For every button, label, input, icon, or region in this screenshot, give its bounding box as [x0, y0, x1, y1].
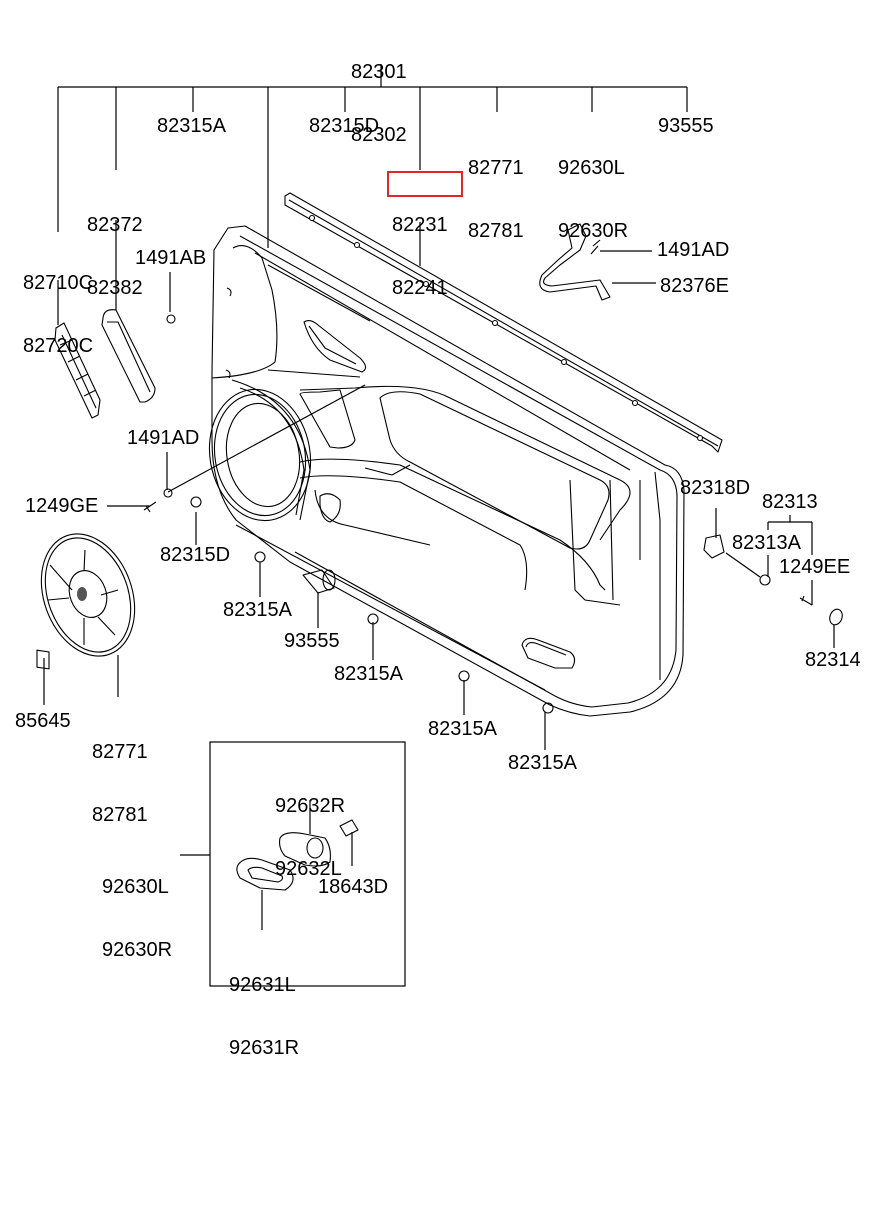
part-number: 92631L: [229, 974, 296, 996]
callout-1491AB[interactable]: 1491AB: [135, 248, 206, 269]
part-number-highlighted: 82231: [392, 214, 448, 236]
part-number: 82771: [468, 157, 524, 179]
part-number: 18643D: [318, 876, 389, 898]
part-number: 92630L: [102, 876, 169, 898]
lamp-drawing: [236, 800, 359, 930]
part-number: 82302: [351, 124, 407, 146]
callout-82315D-top[interactable]: 82315D: [309, 116, 379, 137]
part-number: 1491AD: [127, 427, 200, 449]
part-number: 82318D: [680, 477, 751, 499]
callout-92630-top[interactable]: 92630L 92630R: [558, 116, 628, 263]
callout-lamp-housing[interactable]: 92632R 92632L: [275, 754, 345, 901]
part-number: 93555: [284, 630, 340, 652]
part-number: 82301: [351, 61, 407, 83]
part-number: 1491AD: [657, 239, 730, 261]
part-number: 82315A: [428, 718, 497, 740]
part-number: 82313A: [732, 532, 801, 554]
part-number: 85645: [15, 710, 71, 732]
callout-grille[interactable]: 82710C 82720C: [23, 231, 93, 378]
callout-lamp-assembly[interactable]: 92630L 92630R: [102, 835, 172, 982]
leader-lines: [43, 220, 835, 750]
weatherstrip-drawing: [284, 192, 723, 453]
part-number: 92630L: [558, 157, 625, 179]
part-number: 82315D: [309, 115, 380, 137]
part-number: 82315A: [223, 599, 292, 621]
part-number: 82720C: [23, 335, 94, 357]
callout-82315A-top[interactable]: 82315A: [157, 116, 226, 137]
part-number: 92631R: [229, 1037, 300, 1059]
callout-1491AD-left[interactable]: 1491AD: [127, 428, 199, 449]
callout-82315A-3[interactable]: 82315A: [428, 719, 497, 740]
switch-93555-drawing: [302, 569, 336, 594]
bracket-82376E-drawing: [539, 223, 611, 301]
callout-82318D[interactable]: 82318D: [680, 478, 750, 499]
part-number: 82781: [468, 220, 524, 242]
highlight-box-82231: [387, 171, 463, 197]
bracket-82318D-drawing: [703, 534, 843, 626]
part-number: 82315A: [508, 752, 577, 774]
callout-82315A-2[interactable]: 82315A: [334, 664, 403, 685]
part-number: 82241: [392, 277, 448, 299]
callout-speaker-grille[interactable]: 82771 82781: [92, 700, 148, 847]
speaker-grille-drawing: [40, 533, 136, 657]
part-number: 1491AB: [135, 247, 207, 269]
callout-lamp-lens[interactable]: 92631L 92631R: [229, 933, 299, 1080]
callout-82376E[interactable]: 82376E: [660, 276, 729, 297]
callout-85645[interactable]: 85645: [15, 711, 71, 732]
part-number: 92632L: [275, 858, 342, 880]
part-number: 92630R: [558, 220, 629, 242]
part-number: 82376E: [660, 275, 729, 297]
callout-tree-lines: [57, 64, 688, 248]
pad-85645-drawing: [36, 649, 50, 670]
callout-1249GE[interactable]: 1249GE: [25, 496, 98, 517]
part-number: 82315D: [160, 544, 231, 566]
part-number: 82372: [87, 214, 143, 236]
callout-pull-handle[interactable]: 82372 82382: [87, 173, 143, 320]
callout-weatherstrip[interactable]: 82231 82241: [392, 173, 448, 320]
part-number: 92630R: [102, 939, 173, 961]
part-number: 82315A: [334, 663, 403, 685]
part-number: 82710C: [23, 272, 94, 294]
callout-82315A-4[interactable]: 82315A: [508, 753, 577, 774]
callout-82771-top[interactable]: 82771 82781: [468, 116, 524, 263]
part-number: 82382: [87, 277, 143, 299]
part-number: 82771: [92, 741, 148, 763]
callout-assembly-top[interactable]: 82301 82302: [351, 20, 407, 167]
callout-18643D[interactable]: 18643D: [318, 877, 388, 898]
part-number: 92632R: [275, 795, 346, 817]
callout-82315A-1[interactable]: 82315A: [223, 600, 292, 621]
clips-drawing: [143, 245, 599, 714]
part-number: 93555: [658, 115, 714, 137]
part-number: 82313: [762, 491, 818, 513]
callout-82313A[interactable]: 82313A: [732, 533, 801, 554]
grille-82710C-drawing: [54, 322, 101, 419]
part-number: 82315A: [157, 115, 226, 137]
callout-93555-top[interactable]: 93555: [658, 116, 714, 137]
part-number: 1249EE: [779, 556, 851, 578]
callout-93555-switch[interactable]: 93555: [284, 631, 340, 652]
callout-82314[interactable]: 82314: [805, 650, 861, 671]
callout-1249EE[interactable]: 1249EE: [779, 557, 850, 578]
part-number: 1249GE: [25, 495, 99, 517]
pull-handle-82372-drawing: [101, 309, 156, 403]
lamp-assembly-box: [209, 741, 406, 987]
callout-82313[interactable]: 82313: [762, 492, 818, 513]
callout-82315D-lower[interactable]: 82315D: [160, 545, 230, 566]
callout-1491AD-right[interactable]: 1491AD: [657, 240, 729, 261]
part-number: 82781: [92, 804, 148, 826]
part-number: 82314: [805, 649, 861, 671]
door-trim-panel-drawing: [208, 225, 685, 717]
